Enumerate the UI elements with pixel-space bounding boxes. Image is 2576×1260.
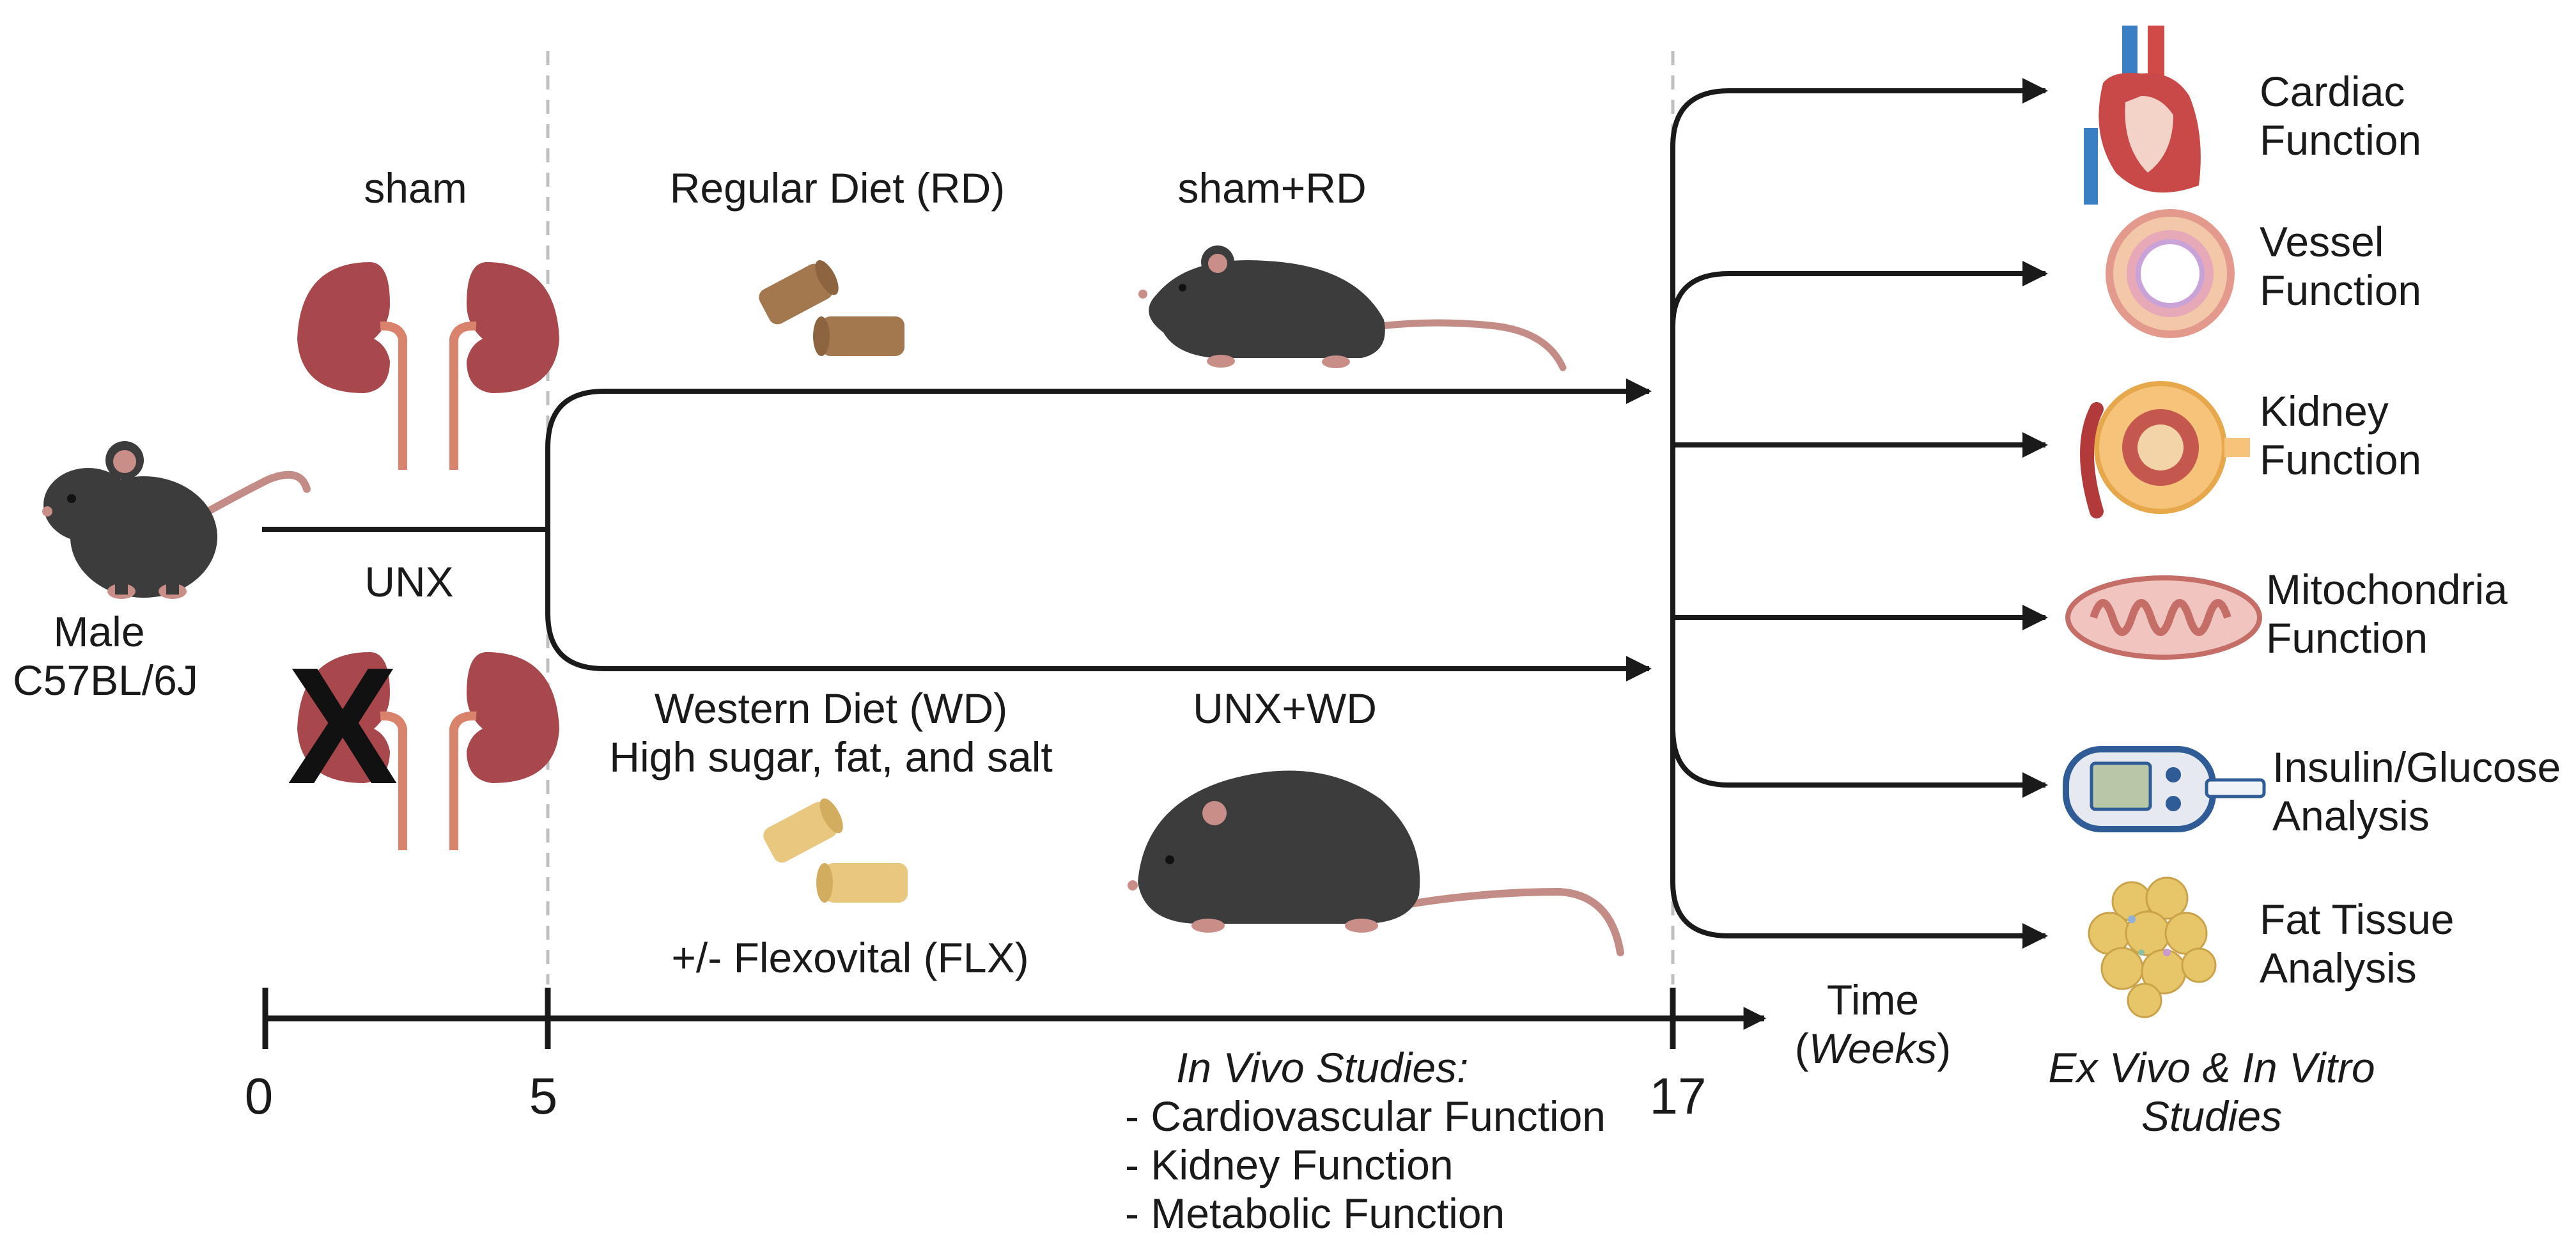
ex-vivo-label-line1: Insulin/Glucose xyxy=(2272,743,2561,791)
ex-vivo-label-line1: Mitochondria xyxy=(2266,566,2508,613)
time-axis-label: Time (Weeks) xyxy=(1777,976,1969,1073)
unx-label: UNX xyxy=(364,558,454,605)
group-unx-wd-label: UNX+WD xyxy=(1193,685,1377,732)
ex-vivo-arrows xyxy=(1670,78,2048,949)
time-axis-label-line2: (Weeks) xyxy=(1777,1024,1969,1073)
ex-vivo-label-line2: Analysis xyxy=(2260,944,2417,992)
ex-vivo-label-fat-tissue: Fat Tissue Analysis xyxy=(2260,895,2454,992)
ex-vivo-label-insulin-glucose: Insulin/Glucose Analysis xyxy=(2272,743,2561,840)
vessel-icon xyxy=(2106,209,2235,338)
sham-label: sham xyxy=(364,164,467,212)
ex-vivo-label-mitochondria: Mitochondria Function xyxy=(2266,565,2508,662)
start-label-line2: C57BL/6J xyxy=(13,657,198,704)
ex-vivo-label-line1: Fat Tissue xyxy=(2260,896,2455,943)
time-axis-unit: Weeks xyxy=(1808,1025,1937,1072)
western-diet-line1: Western Diet (WD) xyxy=(654,685,1008,732)
in-vivo-item: - Metabolic Function xyxy=(1125,1190,1505,1237)
in-vivo-title: In Vivo Studies: xyxy=(1176,1044,1469,1091)
start-label: Male C57BL/6J xyxy=(13,607,198,704)
tick-label-0: 0 xyxy=(244,1068,274,1124)
western-diet-label: Western Diet (WD) High sugar, fat, and s… xyxy=(563,684,1099,781)
regular-chow-icon xyxy=(759,260,904,356)
adipose-tissue-icon xyxy=(2088,876,2217,1018)
flexovital-label: +/- Flexovital (FLX) xyxy=(671,934,1029,981)
branching-arrows xyxy=(262,378,1652,681)
kidney-section-icon xyxy=(2080,381,2250,518)
removed-kidney-mark: X xyxy=(287,634,399,819)
heart-icon xyxy=(2084,26,2201,205)
glucometer-icon xyxy=(2063,746,2266,832)
tick-label-5: 5 xyxy=(529,1068,558,1124)
time-axis-paren-close: ) xyxy=(1937,1025,1951,1072)
male-mouse-icon xyxy=(42,441,311,599)
group-sham-rd-label: sham+RD xyxy=(1177,164,1367,212)
ex-vivo-title-line1: Ex Vivo & In Vitro xyxy=(2048,1044,2375,1091)
timeline-axis xyxy=(262,988,1767,1049)
western-chow-icon xyxy=(763,798,908,903)
sham-kidneys-icon xyxy=(297,262,559,470)
unx-kidneys-icon xyxy=(297,652,559,850)
time-axis-paren-open: ( xyxy=(1794,1025,1809,1072)
ex-vivo-label-cardiac: Cardiac Function xyxy=(2260,67,2421,164)
ex-vivo-label-line2: Function xyxy=(2266,614,2428,662)
ex-vivo-label-line2: Analysis xyxy=(2272,792,2430,839)
regular-diet-label: Regular Diet (RD) xyxy=(669,164,1005,212)
ex-vivo-label-line1: Kidney xyxy=(2260,387,2389,435)
obese-mouse-icon xyxy=(1128,770,1624,956)
ex-vivo-label-vessel: Vessel Function xyxy=(2260,217,2421,315)
western-diet-line2: High sugar, fat, and salt xyxy=(609,733,1053,781)
ex-vivo-label-kidney: Kidney Function xyxy=(2260,387,2421,484)
in-vivo-block: In Vivo Studies: - Cardiovascular Functi… xyxy=(1125,1043,1606,1238)
mitochondria-icon xyxy=(2065,575,2262,660)
tick-label-17: 17 xyxy=(1649,1068,1707,1124)
time-axis-label-line1: Time xyxy=(1826,976,1920,1023)
ex-vivo-label-line2: Function xyxy=(2260,436,2422,483)
ex-vivo-title-line2: Studies xyxy=(2141,1093,2283,1140)
ex-vivo-label-line2: Function xyxy=(2260,267,2422,314)
start-label-line1: Male xyxy=(53,608,145,655)
lean-mouse-icon xyxy=(1138,245,1567,371)
ex-vivo-label-line1: Vessel xyxy=(2260,218,2384,265)
in-vivo-item: - Kidney Function xyxy=(1125,1141,1454,1188)
ex-vivo-label-line1: Cardiac xyxy=(2260,68,2405,115)
ex-vivo-title: Ex Vivo & In Vitro Studies xyxy=(2013,1043,2410,1140)
ex-vivo-label-line2: Function xyxy=(2260,116,2422,164)
in-vivo-item: - Cardiovascular Function xyxy=(1125,1093,1606,1140)
